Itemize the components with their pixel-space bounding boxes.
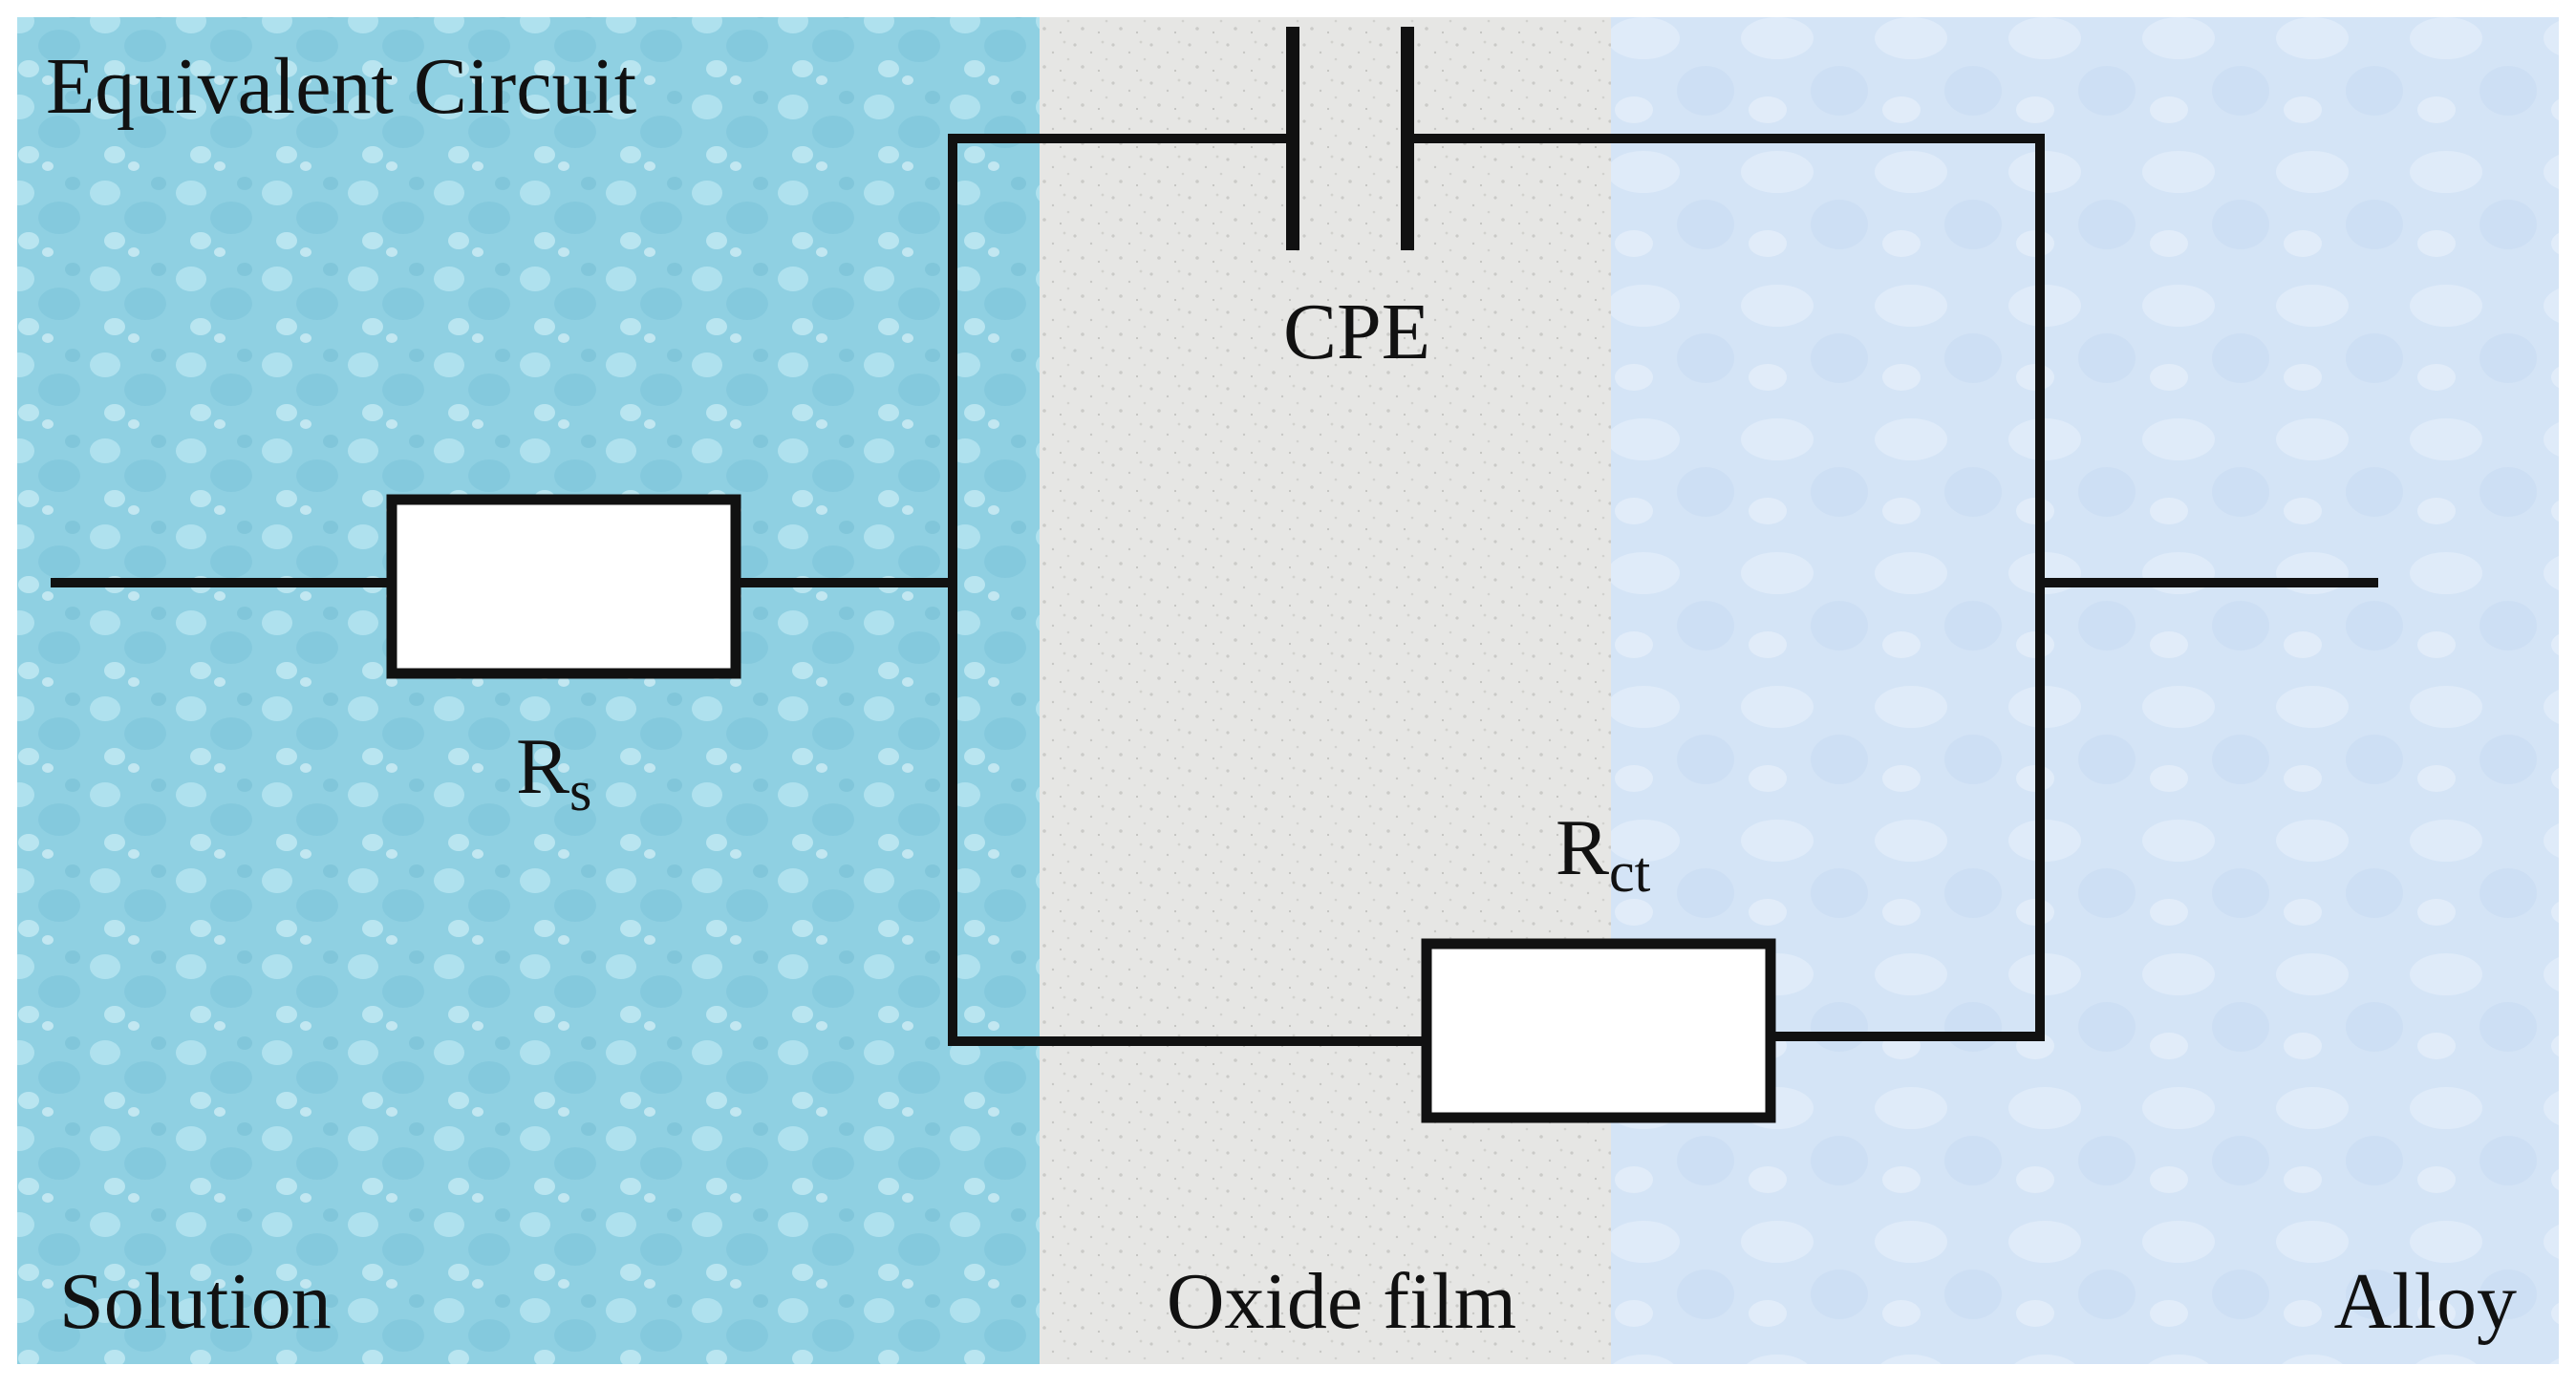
region-label-solution: Solution — [59, 1257, 332, 1346]
cpe-symbol — [1286, 27, 1414, 250]
rct-label-sub: ct — [1609, 841, 1651, 904]
region-oxide-film — [1040, 17, 1611, 1364]
region-label-oxide-film: Oxide film — [1167, 1257, 1516, 1346]
rct-label-main: R — [1556, 803, 1609, 892]
region-alloy — [1611, 17, 2559, 1364]
rs-label-main: R — [516, 722, 569, 811]
rs-label: Rs — [516, 722, 591, 822]
rs-resistor — [386, 494, 741, 679]
region-solution — [17, 17, 1040, 1364]
cpe-label: CPE — [1283, 288, 1430, 376]
rs-label-sub: s — [569, 759, 591, 822]
circuit-wires — [51, 134, 2378, 1046]
diagram-title: Equivalent Circuit — [46, 42, 636, 131]
region-label-alloy: Alloy — [2334, 1257, 2517, 1346]
rct-label: Rct — [1556, 803, 1651, 904]
rct-resistor — [1421, 938, 1776, 1123]
